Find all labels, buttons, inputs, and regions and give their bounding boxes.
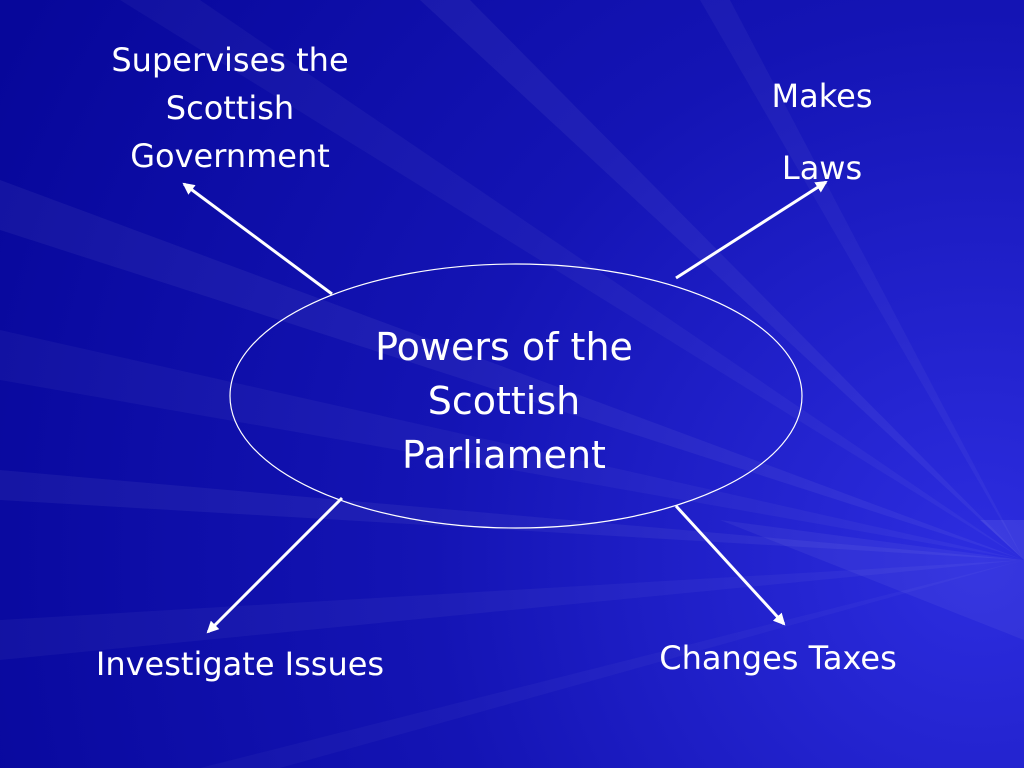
node-makes-laws-line-2: Laws xyxy=(781,149,863,187)
node-supervises-line-2: Scottish xyxy=(165,89,295,127)
arrow-to-investigate xyxy=(206,496,344,634)
node-supervises-line-3: Government xyxy=(130,137,330,175)
arrow-to-taxes xyxy=(674,504,786,626)
node-supervises: Supervises the Scottish Government xyxy=(70,36,390,180)
center-ellipse xyxy=(229,263,803,529)
node-makes-laws: Makes Laws xyxy=(722,60,922,204)
arrow-to-supervises xyxy=(182,182,333,296)
arrow-to-makes-laws xyxy=(675,180,828,280)
center-title-line-1: Powers of the xyxy=(375,325,633,369)
node-makes-laws-line-1: Makes xyxy=(771,77,873,115)
node-supervises-line-1: Supervises the xyxy=(111,41,349,79)
node-investigate: Investigate Issues xyxy=(95,645,385,683)
center-title-line-3: Parliament xyxy=(402,433,606,477)
center-title-line-2: Scottish xyxy=(427,379,581,423)
node-changes-taxes: Changes Taxes xyxy=(659,639,897,677)
center-title: Powers of the Scottish Parliament xyxy=(300,320,708,482)
